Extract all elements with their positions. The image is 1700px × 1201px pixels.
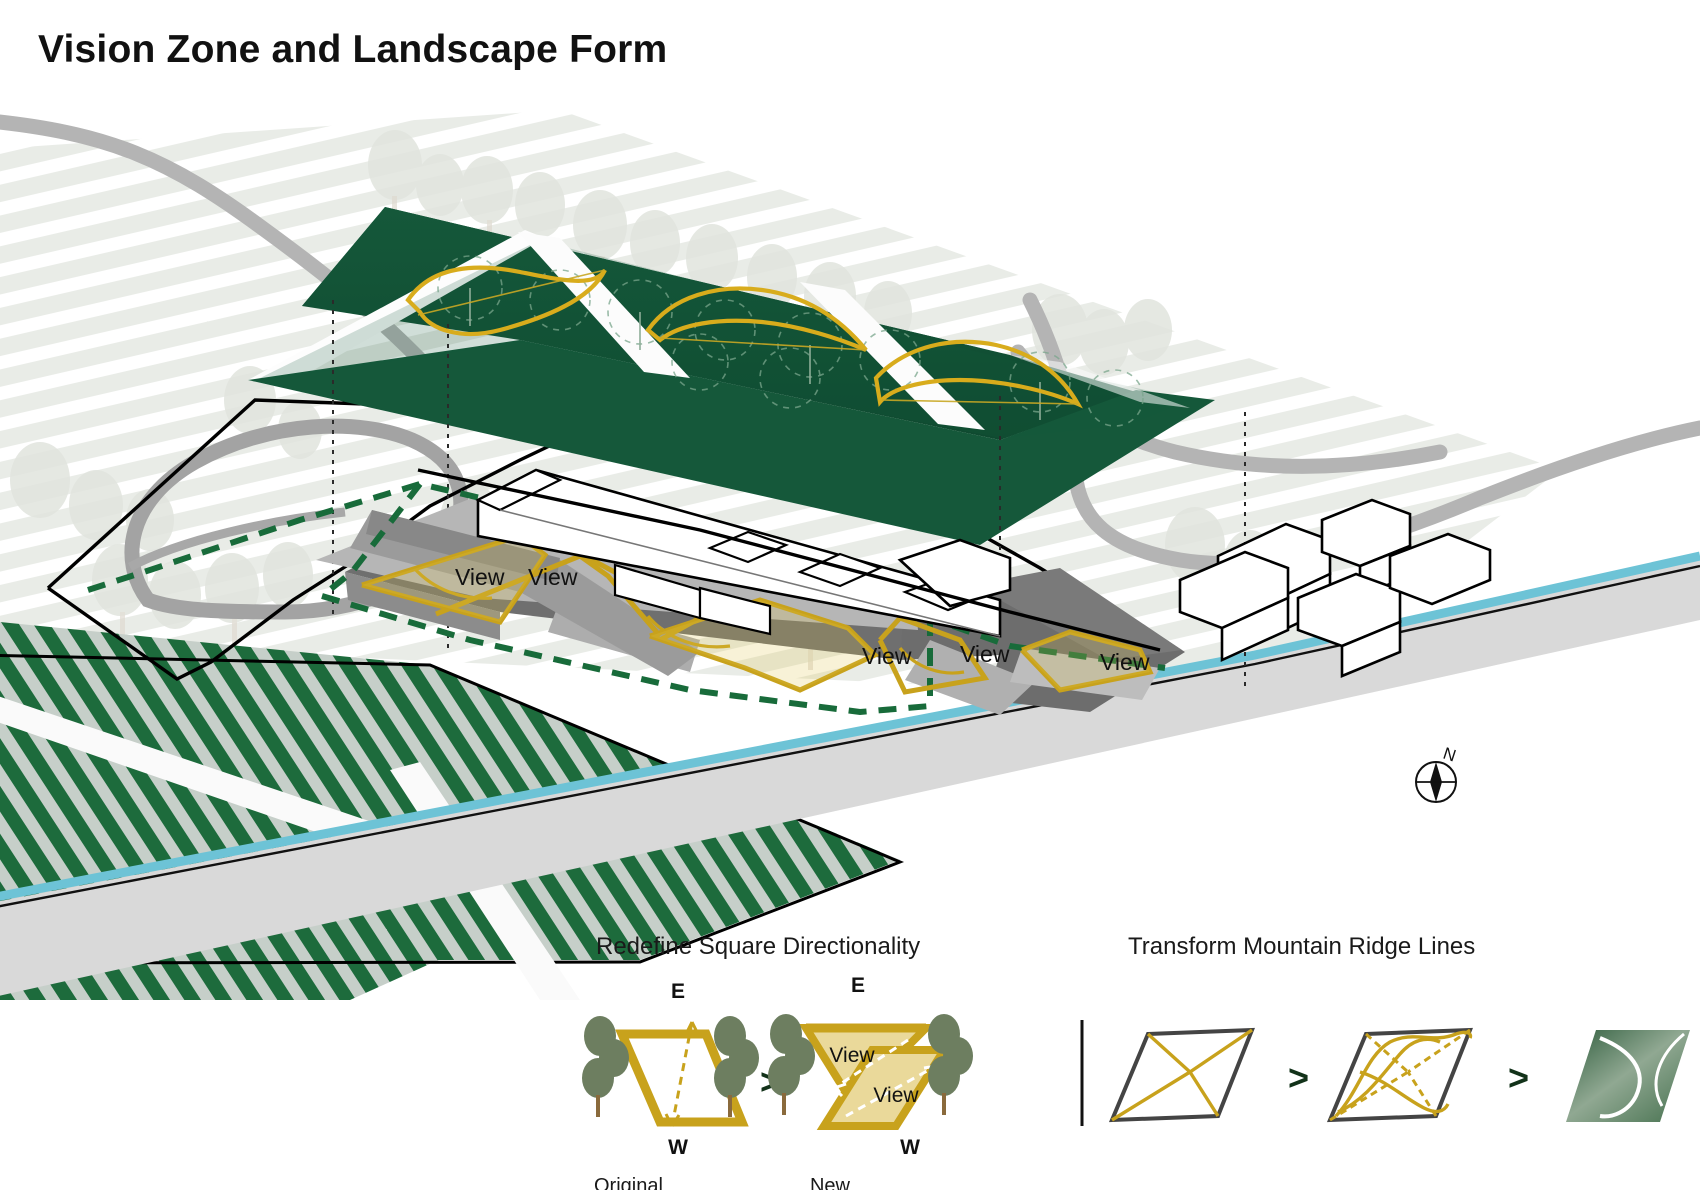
- legend-ridge-stage-1: [1108, 1027, 1255, 1123]
- view-cone-group: [361, 533, 1154, 695]
- legend-new-view-label: View: [829, 1044, 875, 1067]
- legend-new-south-label: W: [900, 1136, 920, 1159]
- legend-original-north-label: E: [671, 980, 685, 1003]
- legend-right-arrow-1: >: [1288, 1057, 1309, 1098]
- vision-zone-boundary-lower: [321, 593, 931, 716]
- elevated-canopy-plane: [248, 207, 1215, 545]
- page-title: Vision Zone and Landscape Form: [38, 28, 668, 71]
- legend-original-south-label: W: [668, 1136, 688, 1159]
- view-label: View: [528, 564, 578, 590]
- ridge-line-black: [417, 468, 1161, 652]
- legend-right-title: Transform Mountain Ridge Lines: [1128, 933, 1475, 960]
- legend-left-title: Redefine Square Directionality: [596, 933, 920, 960]
- view-label: View: [455, 564, 505, 590]
- view-label: View: [1100, 649, 1150, 675]
- legend-panel: Redefine Square Directionality E W Origi…: [582, 933, 1690, 1190]
- view-cone-fill: [362, 536, 1150, 690]
- central-corridor: [350, 510, 700, 676]
- legend-new-diagram: E View View W New: [768, 974, 973, 1190]
- legend-new-north-label: E: [851, 974, 865, 997]
- vision-zone-edge-left: [320, 482, 423, 599]
- building-cluster-right: [1178, 498, 1492, 678]
- legend-original-caption: Original: [594, 1175, 663, 1190]
- view-label: View: [960, 641, 1010, 667]
- compass-north-label: N: [1441, 744, 1459, 766]
- legend-new-caption: New: [810, 1175, 851, 1190]
- legend-new-view-label: View: [873, 1084, 919, 1107]
- view-label: View: [862, 643, 912, 669]
- waterfront-edge: [0, 551, 1700, 996]
- legend-right-arrow-2: >: [1508, 1057, 1529, 1098]
- legend-ridge-stage-3: [1566, 1030, 1690, 1122]
- legend-original-diagram: E W Original: [582, 980, 759, 1190]
- compass-rose: N: [1415, 744, 1459, 803]
- legend-ridge-stage-2: [1326, 1027, 1473, 1123]
